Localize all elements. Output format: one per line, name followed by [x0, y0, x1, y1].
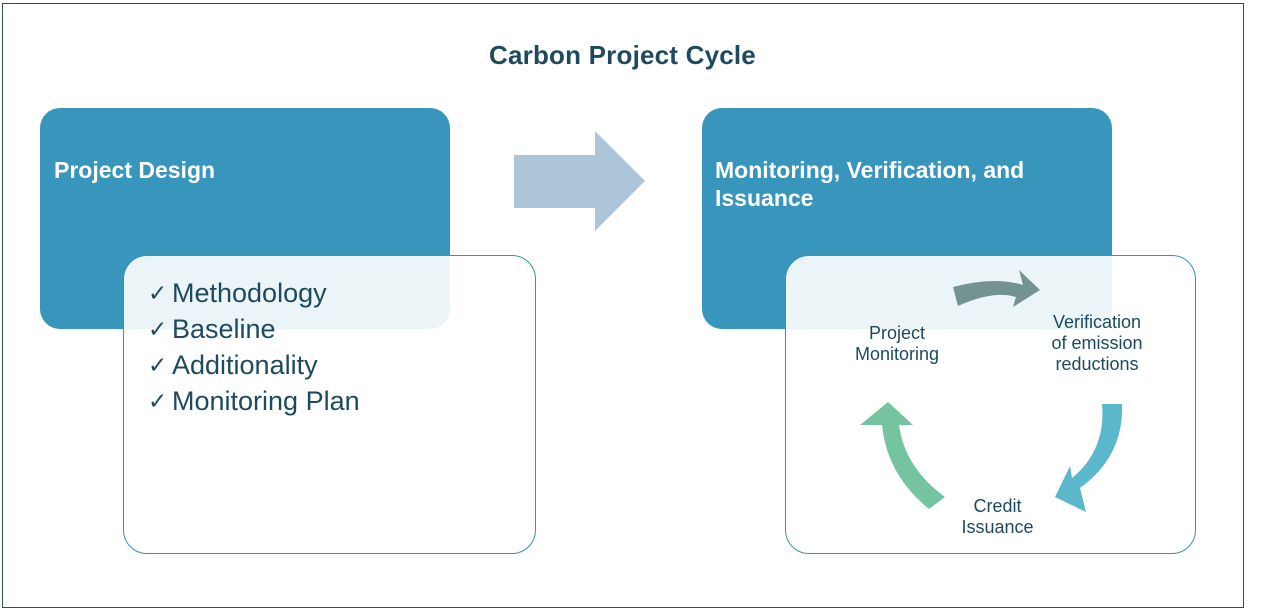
diagram-title: Carbon Project Cycle: [489, 40, 756, 70]
cycle-label-line: Issuance: [961, 517, 1034, 537]
project-design-heading: Project Design: [54, 157, 216, 183]
cycle-label-credit-issuance: Credit Issuance: [935, 496, 1060, 538]
project-design-details-box: [123, 255, 536, 554]
check-icon: ✓: [148, 352, 168, 378]
right-arrow-shape: [514, 131, 645, 231]
checklist-item: ✓ Methodology: [148, 275, 360, 311]
checklist-item-label: Monitoring Plan: [172, 386, 360, 416]
checklist-item-label: Baseline: [172, 314, 276, 344]
project-design-checklist: ✓ Methodology ✓ Baseline ✓ Additionality…: [148, 275, 360, 419]
checklist-item-label: Methodology: [172, 278, 327, 308]
checklist-item: ✓ Additionality: [148, 347, 360, 383]
cycle-label-project-monitoring: Project Monitoring: [832, 323, 962, 365]
check-icon: ✓: [148, 388, 168, 414]
curved-arrow-icon: [860, 402, 945, 509]
check-icon: ✓: [148, 316, 168, 342]
checklist-item: ✓ Baseline: [148, 311, 360, 347]
curved-arrow-icon: [1055, 404, 1123, 512]
checklist-item: ✓ Monitoring Plan: [148, 383, 360, 419]
cycle-label-line: reductions: [1055, 354, 1139, 374]
mvi-cycle-box: [785, 255, 1196, 554]
cycle-label-line: Project: [868, 323, 926, 343]
right-arrow-icon: [514, 131, 645, 231]
check-icon: ✓: [148, 280, 168, 306]
cycle-label-line: Verification: [1052, 312, 1142, 332]
cycle-label-line: of emission: [1051, 333, 1143, 353]
checklist-item-label: Additionality: [172, 350, 318, 380]
cycle-label-verification: Verification of emission reductions: [1032, 312, 1162, 375]
cycle-label-line: Monitoring: [854, 344, 940, 364]
cycle-label-line: Credit: [973, 496, 1022, 516]
curved-arrow-icon: [953, 270, 1040, 307]
mvi-heading: Monitoring, Verification, and Issuance: [715, 157, 1025, 211]
